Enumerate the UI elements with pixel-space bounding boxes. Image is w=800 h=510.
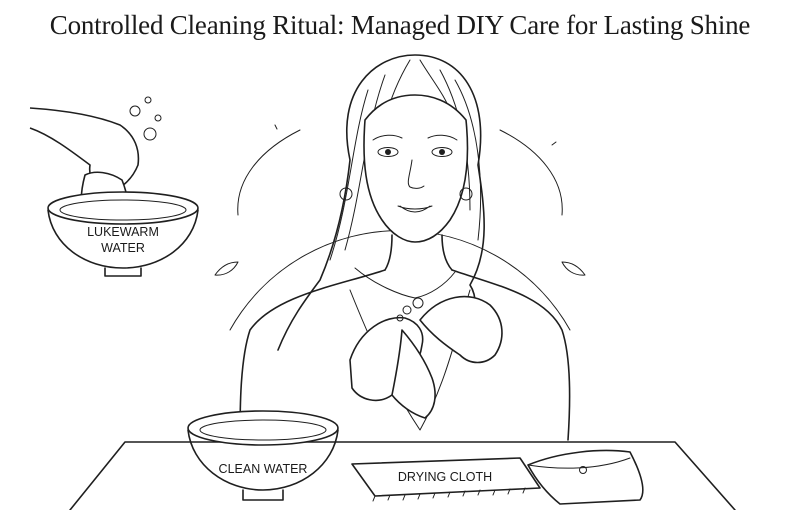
background-swirl-left	[237, 124, 301, 216]
left-iris	[385, 149, 391, 155]
right-eye	[431, 147, 453, 157]
bubble-icon	[143, 127, 157, 141]
pouch-icon	[527, 449, 644, 505]
bowl-icon	[187, 410, 339, 501]
right-hand	[419, 295, 503, 364]
hair-outline	[277, 54, 485, 351]
lukewarm-label-line1: LUKEWARM	[87, 225, 159, 239]
necklace-chain	[354, 267, 456, 299]
clean-water-label: CLEAN WATER	[219, 462, 308, 476]
hand-cloth	[391, 329, 436, 419]
table	[69, 441, 736, 510]
bowl-icon	[47, 191, 199, 277]
neck	[384, 234, 453, 271]
bubble-icon	[144, 96, 152, 104]
right-iris	[439, 149, 445, 155]
lukewarm-label-line2: WATER	[101, 241, 145, 255]
nose	[407, 159, 425, 189]
bubble-icon	[154, 114, 162, 122]
bubble-icon	[402, 305, 412, 315]
necklace-pendant	[412, 297, 424, 309]
bubble-icon	[129, 105, 141, 117]
right-earring	[459, 187, 473, 201]
background-leaf-left	[214, 261, 239, 276]
left-eye	[377, 147, 399, 157]
cloth-icon	[351, 457, 541, 497]
bubble-icon	[396, 314, 404, 322]
left-eyebrow	[372, 134, 403, 141]
cloth-fringe	[372, 487, 526, 502]
left-earring	[339, 187, 353, 201]
hand-icon	[29, 107, 140, 193]
background-leaf-right	[561, 261, 586, 276]
mouth	[397, 205, 433, 213]
drying-cloth-label: DRYING CLOTH	[398, 470, 492, 484]
page-title: Controlled Cleaning Ritual: Managed DIY …	[49, 10, 751, 40]
background-swirl-right	[499, 129, 563, 216]
right-eyebrow	[427, 134, 458, 141]
shoulders-top	[239, 269, 571, 441]
face-outline	[363, 94, 469, 243]
